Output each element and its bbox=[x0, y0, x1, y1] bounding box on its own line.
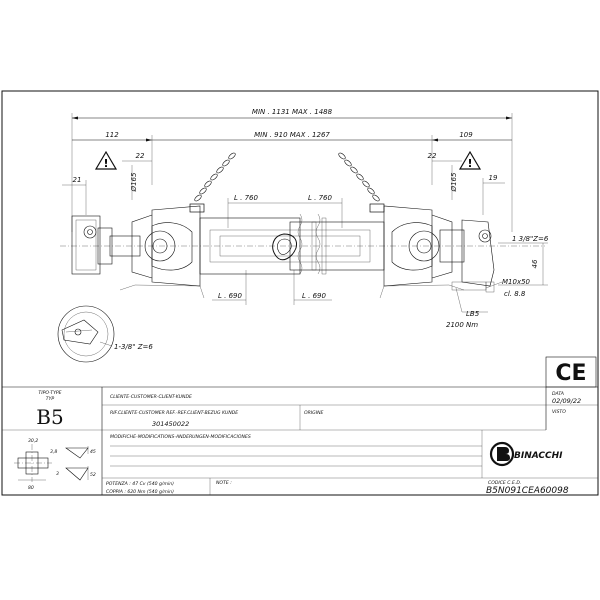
codice-label: CODICE C.E.D. bbox=[488, 480, 521, 486]
dim-spline-left: 1-3/8" Z=6 bbox=[114, 343, 153, 351]
cross-dim-45: 45 bbox=[90, 449, 96, 455]
safety-chain-right bbox=[338, 152, 385, 213]
driveshaft-assembly bbox=[60, 205, 545, 299]
cross-dim-3: 3 bbox=[56, 471, 59, 477]
title-block: TIPO-TYPE TYP B5 CLIENTE-CUSTOMER-CLIENT… bbox=[2, 386, 598, 496]
dim-diam-left: Ø165 bbox=[130, 172, 138, 192]
safety-chain-left bbox=[189, 152, 236, 213]
tipo-type-label: TIPO-TYPE bbox=[38, 390, 61, 396]
dim-tube: MIN . 910 MAX . 1267 bbox=[254, 131, 330, 139]
codice-value: B5N091CEA60098 bbox=[486, 486, 569, 496]
dim-left-22: 22 bbox=[136, 152, 145, 160]
visto-label: VISTO bbox=[552, 409, 566, 415]
dimension-lines bbox=[62, 113, 548, 313]
dim-left-21: 21 bbox=[73, 176, 82, 184]
dim-l760-left: L . 760 bbox=[234, 194, 258, 202]
dim-overall: MIN . 1131 MAX . 1488 bbox=[252, 108, 333, 116]
dim-spline-right: 1 3/8"Z=6 bbox=[512, 235, 549, 243]
svg-text:!: ! bbox=[467, 157, 472, 170]
binacchi-logo-icon bbox=[489, 441, 515, 467]
typ-label: TYP bbox=[46, 396, 55, 402]
dim-right-offset: 109 bbox=[459, 131, 473, 139]
dimension-labels: MIN . 1131 MAX . 1488 MIN . 910 MAX . 12… bbox=[73, 108, 549, 351]
cross-dim-30: 30,2 bbox=[28, 438, 38, 444]
dim-limiter: LB5 bbox=[466, 310, 480, 318]
rif-cliente-value: 301450022 bbox=[152, 420, 189, 428]
dim-bolt-class: cl. 8.8 bbox=[504, 290, 526, 298]
dim-diam-right: Ø165 bbox=[450, 172, 458, 192]
cross-dim-38: 3,8 bbox=[50, 449, 57, 455]
spline-detail bbox=[57, 305, 115, 363]
potenza-text: POTENZA : 47 Cv (540 g/min) bbox=[106, 481, 174, 487]
cliente-label: CLIENTE-CUSTOMER-CLIENT-KUNDE bbox=[110, 394, 192, 400]
dim-right-22: 22 bbox=[428, 152, 437, 160]
data-label: DATA bbox=[552, 391, 564, 397]
cross-joint-icon bbox=[14, 444, 89, 482]
dim-l690-left: L . 690 bbox=[218, 292, 242, 300]
cross-dim-80: 80 bbox=[28, 485, 34, 491]
warning-triangle-icon-left: ! bbox=[94, 150, 118, 170]
modifiche-label: MODIFICHE-MODIFICATIONS-ANDERUNGEN-MODIF… bbox=[110, 434, 251, 440]
dim-torque: 2100 Nm bbox=[446, 321, 478, 329]
dim-l690-right: L . 690 bbox=[302, 292, 326, 300]
sheet-border bbox=[1, 90, 599, 496]
note-label: NOTE : bbox=[216, 480, 232, 486]
ce-mark-icon: CE bbox=[555, 361, 586, 386]
dim-right-19: 19 bbox=[489, 174, 498, 182]
dim-l760-right: L . 760 bbox=[308, 194, 332, 202]
type-value: B5 bbox=[36, 405, 63, 429]
coppia-text: COPPIA : 620 Nm (540 g/min) bbox=[106, 489, 174, 495]
dim-left-offset: 112 bbox=[105, 131, 119, 139]
rif-cliente-label: RIF.CLIENTE-CUSTOMER REF.-REF.CLIENT-BEZ… bbox=[110, 410, 238, 416]
dim-height-46: 46 bbox=[531, 259, 539, 268]
warning-triangle-icon-right: ! bbox=[458, 150, 482, 170]
brand-name: BINACCHI bbox=[514, 451, 563, 461]
cross-dim-52: 52 bbox=[90, 472, 96, 478]
dim-bolt: M10x50 bbox=[502, 278, 531, 286]
data-value: 02/09/22 bbox=[552, 397, 581, 405]
svg-text:!: ! bbox=[103, 157, 108, 170]
origine-label: ORIGINE bbox=[304, 410, 324, 416]
